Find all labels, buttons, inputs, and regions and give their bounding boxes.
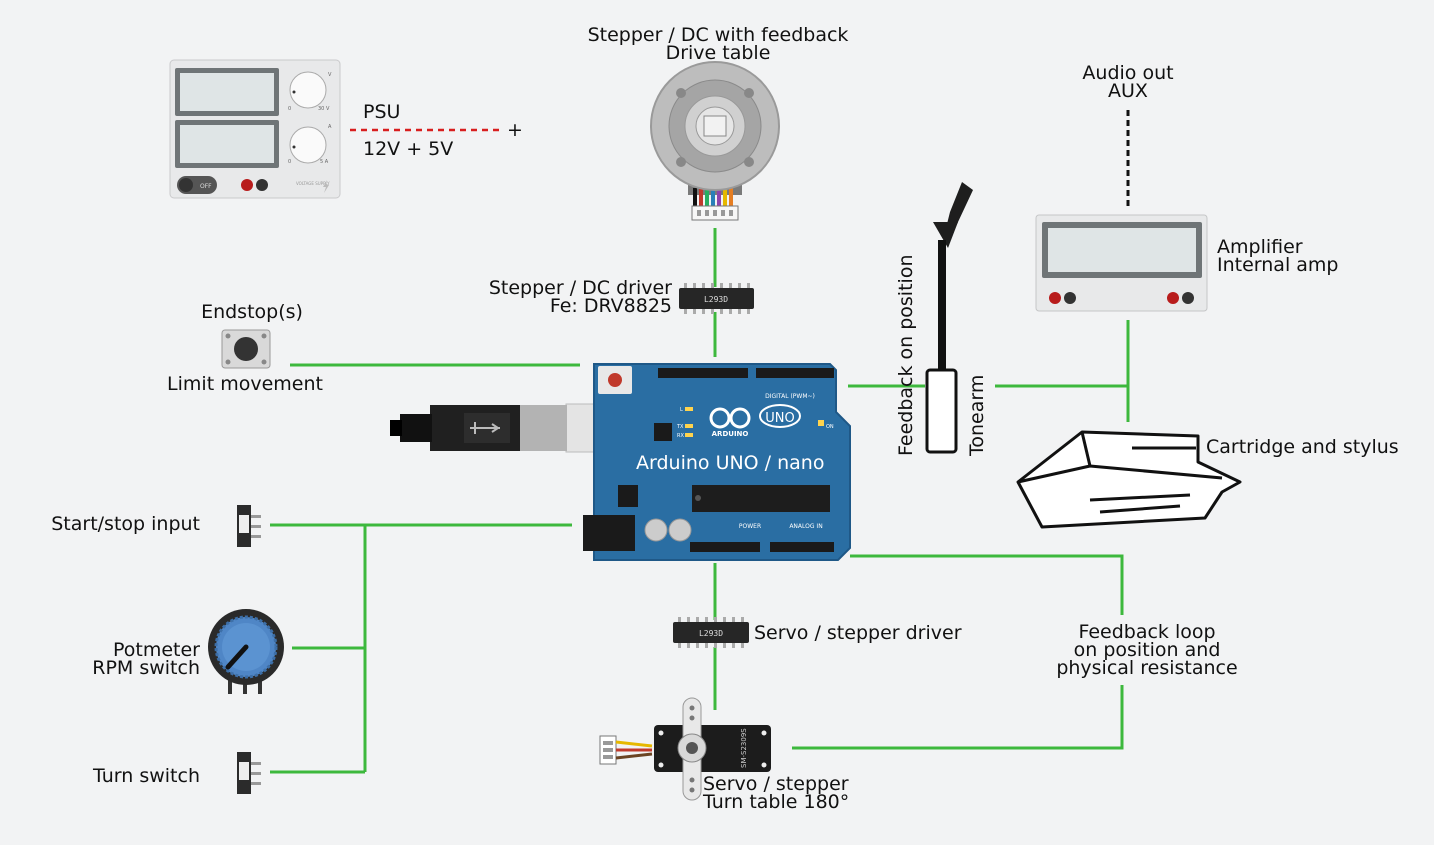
- start-stop-label: Start/stop input: [51, 513, 200, 535]
- cartridge-label: Cartridge and stylus: [1206, 436, 1399, 458]
- arduino-board: UNO ARDUINO DIGITAL (PWM~) POWER ANALOG …: [583, 363, 851, 561]
- psu-zero-a: 0: [288, 159, 291, 165]
- amplifier-device: [1035, 214, 1208, 312]
- board-on: ON: [826, 424, 834, 430]
- psu-zero-v: 0: [288, 106, 291, 112]
- loop-line-1: Feedback loop: [1078, 621, 1216, 643]
- board-brand: ARDUINO: [712, 430, 749, 438]
- endstop-title: Endstop(s): [201, 301, 303, 323]
- loop-line-3: physical resistance: [1056, 657, 1238, 679]
- tonearm: [925, 182, 973, 454]
- servo-motor: SM-S2309S: [599, 697, 771, 801]
- psu-brand: VOLTAGE SUPPLY: [296, 181, 330, 186]
- potentiometer: [208, 609, 284, 694]
- bolt-icon: [323, 180, 329, 193]
- endstop-button: [221, 329, 271, 369]
- driver-title: Stepper / DC driver: [488, 277, 672, 299]
- psu-device: OFF 30 V 5 A V A 0 0 VOLTAGE SUPPLY: [169, 59, 341, 199]
- audio-title: Audio out: [1082, 62, 1174, 84]
- amp-subtitle: Internal amp: [1217, 254, 1339, 276]
- board-analog: ANALOG IN: [789, 523, 822, 530]
- board-digital: DIGITAL (PWM~): [765, 393, 815, 400]
- cartridge: [1016, 430, 1242, 529]
- stepper-motor: [650, 61, 780, 221]
- turn-switch-label: Turn switch: [93, 765, 200, 787]
- psu-voltage: 12V + 5V: [363, 138, 454, 160]
- board-rx: RX: [677, 433, 684, 439]
- wire-arduino-loop: [850, 554, 1124, 615]
- servo-subtitle: Turn table 180°: [703, 791, 850, 813]
- amp-title: Amplifier: [1217, 236, 1303, 258]
- psu-a-scale: 5 A: [320, 159, 329, 165]
- psu-a-mark: A: [328, 124, 332, 130]
- psu-v-scale: 30 V: [318, 106, 330, 112]
- board-l: L: [680, 407, 683, 413]
- board-logo: UNO: [765, 411, 794, 426]
- psu-plus: +: [507, 119, 523, 141]
- start-stop-switch: [237, 505, 261, 547]
- board-tx: TX: [676, 424, 684, 430]
- bottom-driver-chip: L293D: [673, 617, 749, 648]
- tonearm-label: Tonearm: [966, 374, 988, 456]
- top-chip-label: L293D: [704, 295, 728, 304]
- endstop-subtitle: Limit movement: [167, 373, 323, 395]
- audio-subtitle: AUX: [1108, 80, 1148, 102]
- psu-off-text: OFF: [200, 183, 212, 190]
- feedback-position-label: Feedback on position: [895, 254, 917, 457]
- servo-model: SM-S2309S: [740, 728, 748, 768]
- top-driver-chip: L293D: [679, 283, 754, 314]
- turn-switch: [237, 752, 261, 794]
- board-power: POWER: [739, 523, 761, 530]
- psu-title: PSU: [363, 101, 401, 123]
- driver-subtitle: Fe: DRV8825: [549, 295, 672, 317]
- loop-line-2: on position and: [1073, 639, 1221, 661]
- bottom-chip-label: L293D: [699, 629, 723, 638]
- wire-loop-servo: [792, 685, 1124, 750]
- servo-driver-label: Servo / stepper driver: [754, 622, 962, 644]
- wires: [270, 228, 1130, 774]
- drive-subtitle: Drive table: [665, 42, 771, 64]
- potmeter-label: Potmeter: [112, 639, 200, 661]
- psu-v-mark: V: [328, 72, 332, 78]
- rpm-switch-label: RPM switch: [92, 657, 200, 679]
- drive-title: Stepper / DC with feedback: [587, 24, 849, 46]
- servo-title: Servo / stepper: [703, 773, 849, 795]
- arduino-label: Arduino UNO / nano: [636, 452, 825, 474]
